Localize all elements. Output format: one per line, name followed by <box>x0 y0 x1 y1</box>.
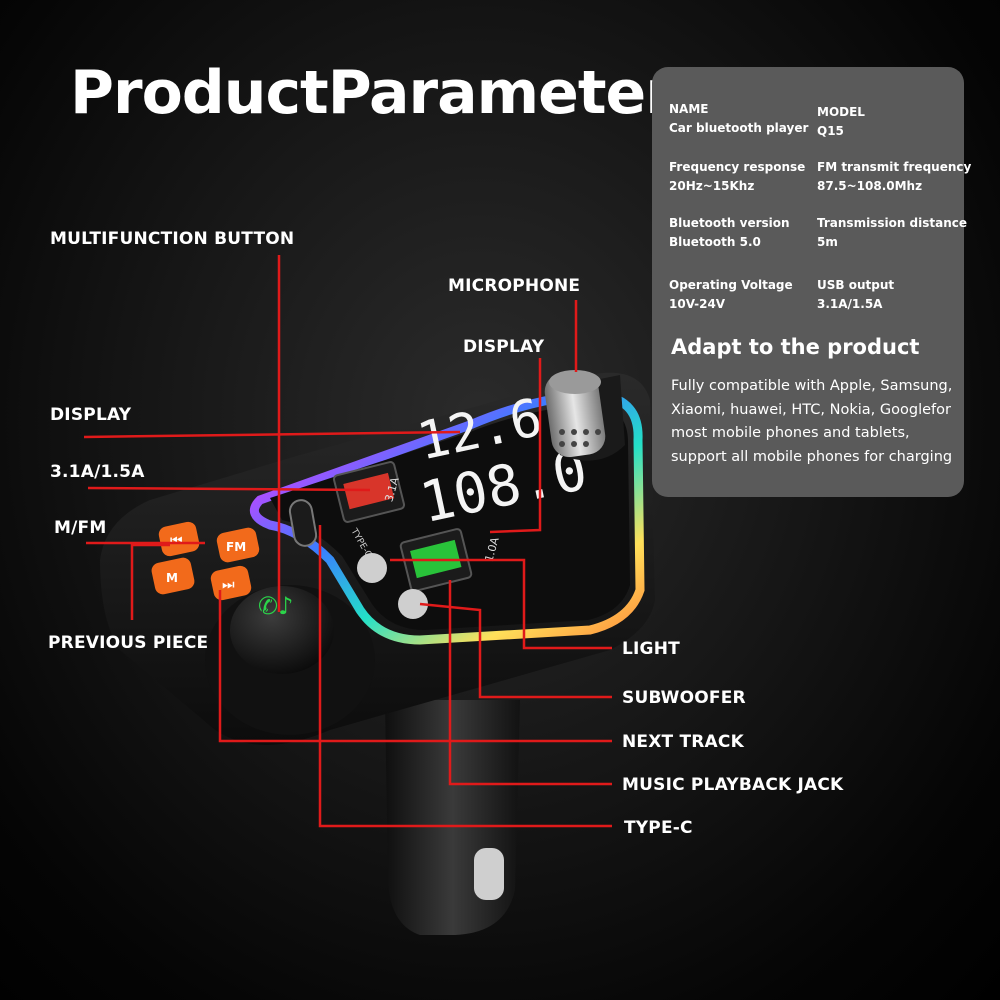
m-label: M <box>166 571 178 585</box>
spec-label: Transmission distance <box>817 216 968 230</box>
spec-value: 5m <box>817 235 838 249</box>
leader-light <box>390 558 612 650</box>
callout-light: LIGHT <box>622 639 680 659</box>
light-button[interactable] <box>357 553 387 583</box>
m-button[interactable]: M <box>150 556 196 596</box>
multifunction-knob[interactable]: ✆♪ <box>205 585 375 735</box>
page-title: ProductParameterS <box>70 58 717 128</box>
spec-card: NAME Car bluetooth player MODEL Q15 Freq… <box>652 67 972 497</box>
next-track-icon: ⏭ <box>222 577 235 593</box>
spec-label: NAME <box>669 102 709 116</box>
adapt-line: support all mobile phones for charging <box>671 448 953 465</box>
spec-frequency-response: Frequency response 20Hz~15Khz <box>669 158 819 196</box>
car-plug <box>385 700 520 935</box>
spec-value: Bluetooth 5.0 <box>669 235 761 249</box>
spec-label: USB output <box>817 278 895 292</box>
spec-value: 87.5~108.0Mhz <box>817 179 923 193</box>
spec-operating-voltage: Operating Voltage 10V-24V <box>669 276 819 314</box>
callout-microphone: MICROPHONE <box>448 276 581 296</box>
callout-multifunction-button: MULTIFUNCTION BUTTON <box>50 229 295 249</box>
prev-track-button[interactable]: ⏮ <box>157 520 200 557</box>
leader-display-left <box>83 430 461 439</box>
typec-port[interactable] <box>288 498 318 547</box>
callout-type-c: TYPE-C <box>624 818 693 838</box>
adapt-line: most mobile phones and tablets, <box>671 425 910 441</box>
fm-label: FM <box>226 540 246 554</box>
subwoofer-button[interactable] <box>398 589 428 619</box>
spec-value: 3.1A/1.5A <box>817 297 883 311</box>
leader-previous <box>130 543 170 620</box>
spec-name: NAME Car bluetooth player <box>669 100 819 138</box>
spec-usb-output: USB output 3.1A/1.5A <box>817 276 967 314</box>
spec-label: Operating Voltage <box>669 278 793 292</box>
adapt-text: Fully compatible with Apple, Samsung, Xi… <box>671 375 961 469</box>
phone-music-icon: ✆♪ <box>258 592 293 620</box>
callout-previous-piece: PREVIOUS PIECE <box>48 633 209 653</box>
callout-display-left: DISPLAY <box>50 405 132 425</box>
callout-mfm: M/FM <box>54 518 107 538</box>
spec-label: MODEL <box>817 105 865 119</box>
spec-label: Bluetooth version <box>669 216 790 230</box>
spec-bluetooth-version: Bluetooth version Bluetooth 5.0 <box>669 214 819 252</box>
leader-output <box>87 486 371 492</box>
prev-track-icon: ⏮ <box>170 533 183 549</box>
leader-typec <box>318 525 612 828</box>
spec-value: 10V-24V <box>669 297 726 311</box>
spec-value: Car bluetooth player <box>669 121 809 135</box>
leader-display-right <box>489 358 542 534</box>
spec-fm-frequency: FM transmit frequency 87.5~108.0Mhz <box>817 158 972 196</box>
leader-music-jack <box>448 580 612 786</box>
adapt-title: Adapt to the product <box>671 335 920 359</box>
plug-contact <box>474 848 504 900</box>
callout-display-right: DISPLAY <box>463 337 545 357</box>
callout-subwoofer: SUBWOOFER <box>622 688 746 708</box>
spec-label: FM transmit frequency <box>817 160 972 174</box>
spec-value: 20Hz~15Khz <box>669 179 755 193</box>
fm-button[interactable]: FM <box>215 526 260 564</box>
callout-next-track: NEXT TRACK <box>622 732 744 752</box>
leader-next-track <box>218 590 612 743</box>
spec-model: MODEL Q15 <box>817 103 967 141</box>
microphone <box>544 370 625 461</box>
adapt-line: Xiaomi, huawei, HTC, Nokia, Googlefor <box>671 401 951 418</box>
spec-transmission-distance: Transmission distance 5m <box>817 214 967 252</box>
spec-value: Q15 <box>817 124 844 138</box>
leader-lines <box>83 255 612 828</box>
spec-label: Frequency response <box>669 160 806 174</box>
callout-output: 3.1A/1.5A <box>50 462 145 482</box>
adapt-line: Fully compatible with Apple, Samsung, <box>671 378 953 394</box>
callout-music-jack: MUSIC PLAYBACK JACK <box>622 775 844 795</box>
